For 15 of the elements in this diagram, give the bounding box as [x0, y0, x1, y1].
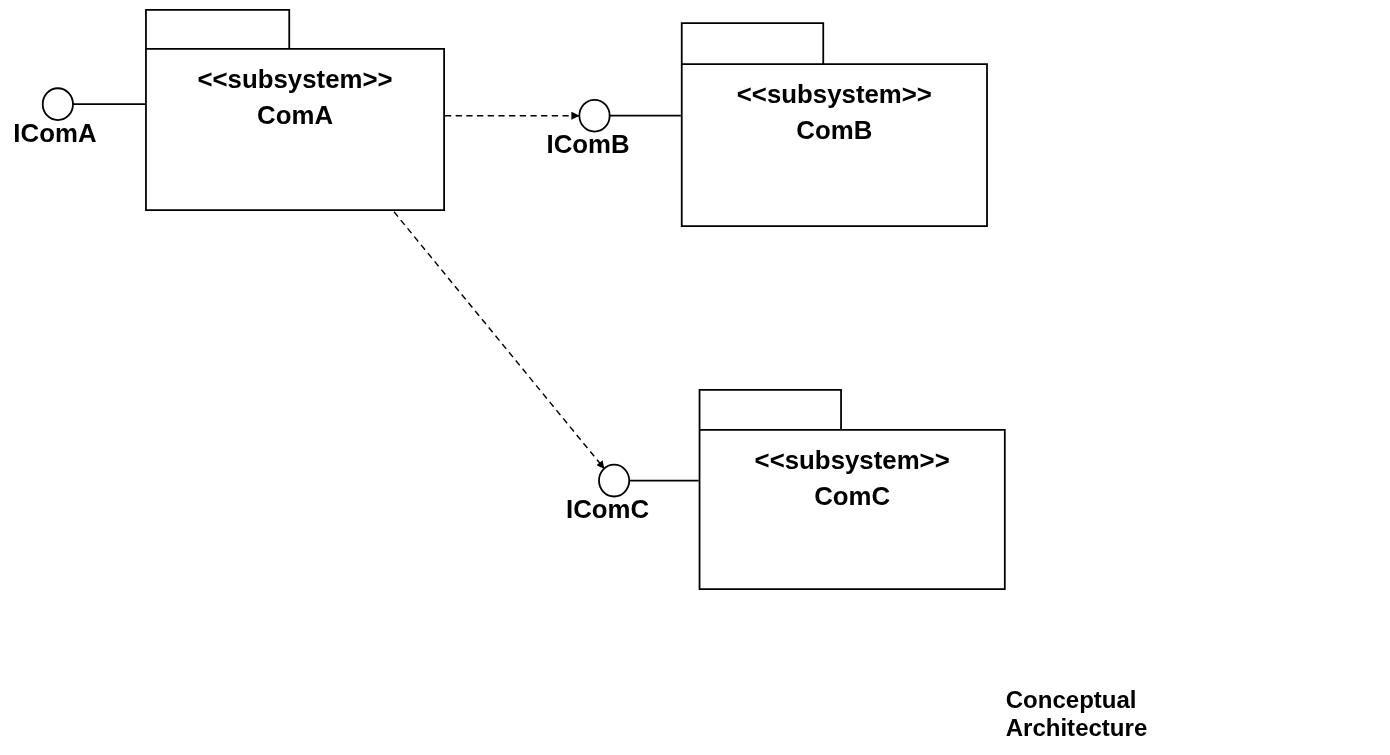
interface-label: IComB [546, 129, 630, 160]
stereotype-label: <<subsystem>> [753, 445, 951, 476]
dependency-arrow [444, 111, 581, 120]
subsystem-name: ComA [256, 100, 335, 130]
connector-line [628, 479, 700, 482]
stereotype-label: <<subsystem>> [196, 64, 394, 95]
dependency-arrow [393, 211, 606, 470]
subsystem-name: ComC [813, 481, 892, 511]
connector-line [72, 103, 146, 105]
connector-line [608, 114, 682, 117]
subsystem-name: ComB [795, 115, 874, 146]
interface-label: IComA [13, 119, 97, 149]
diagram-caption: Conceptual Architecture [1005, 685, 1149, 743]
interface-label: IComC [566, 494, 650, 525]
stereotype-label: <<subsystem>> [735, 80, 933, 110]
